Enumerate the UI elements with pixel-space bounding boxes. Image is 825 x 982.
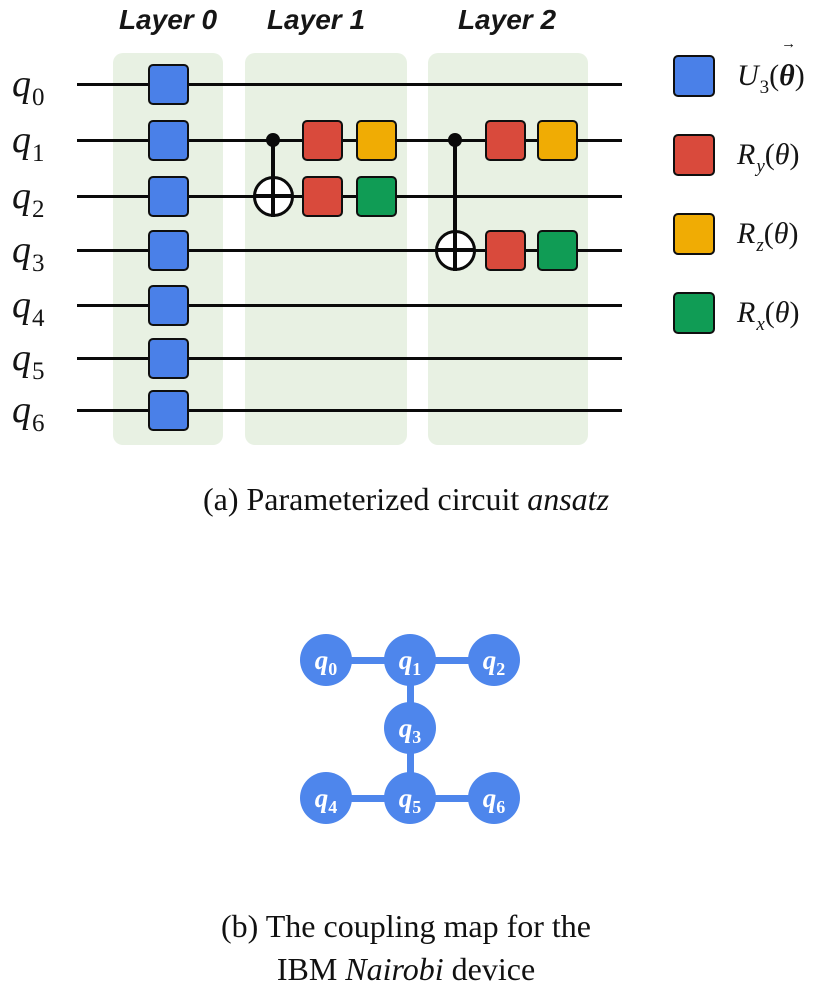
legend-label-u3: U3(→θ) [737,36,805,98]
caption-b-line2-italic: Nairobi [345,951,444,982]
gate-u3-q6-layer0 [147,389,189,431]
theta-vector: →θ [779,36,797,93]
caption-a-italic: ansatz [527,481,610,517]
caption-b-line1: (b) The coupling map for the [221,908,591,944]
legend-label-ry: Ry(θ) [737,138,800,177]
gate-ry-q3-layer2-slot0 [484,229,526,271]
gate-u3-q2-layer0 [147,175,189,217]
legend-swatch-rx [673,292,715,334]
gate-u3-q0-layer0 [147,63,189,105]
legend-label-rx: Rx(θ) [737,296,800,335]
legend-label-rz: Rz(θ) [737,217,799,256]
qubit-wire-q1 [77,138,622,142]
gate-ry-q1-layer1-slot0 [301,119,343,161]
gate-rx-q2-layer1-slot1 [355,175,397,217]
cnot-target-layer2 [434,229,476,271]
layer-header-2: Layer 2 [457,4,557,35]
gate-ry-q2-layer1-slot0 [301,175,343,217]
qubit-wire-q0 [77,82,622,86]
cnot-target-layer1 [252,175,294,217]
qubit-wire-q4 [77,303,622,307]
qubit-label-q0: q0 [12,63,45,111]
caption-a: (a) Parameterized circuit ansatz [0,478,812,521]
gate-u3-q3-layer0 [147,229,189,271]
gate-u3-q1-layer0 [147,119,189,161]
legend-swatch-ry [673,134,715,176]
coupling-node-q0: q0 [300,634,352,686]
cnot-control-layer2 [448,133,462,147]
qubit-wire-q3 [77,248,622,252]
qubit-wire-q2 [77,194,622,198]
coupling-node-q4: q4 [300,772,352,824]
coupling-edge-q1-q3 [406,660,414,728]
qubit-label-q1: q1 [12,119,45,167]
gate-ry-q1-layer2-slot0 [484,119,526,161]
layer-header-0: Layer 0 [118,4,218,35]
coupling-node-q2: q2 [468,634,520,686]
gate-rx-q3-layer2-slot1 [536,229,578,271]
qubit-label-q5: q5 [12,337,45,385]
qubit-wire-q6 [77,408,622,412]
caption-a-text: (a) Parameterized circuit [202,481,528,517]
coupling-node-q6: q6 [468,772,520,824]
gate-rz-q1-layer1-slot1 [355,119,397,161]
coupling-node-q1: q1 [384,634,436,686]
layer-header-1: Layer 1 [266,4,366,35]
coupling-edge-q3-q5 [406,728,414,798]
qubit-label-q4: q4 [12,284,45,332]
coupling-edge-q5-q6 [410,794,494,802]
coupling-node-q5: q5 [384,772,436,824]
cnot-connector-layer2 [453,140,457,271]
coupling-edge-q1-q2 [410,656,494,664]
coupling-node-q3: q3 [384,702,436,754]
qubit-label-q6: q6 [12,389,45,437]
gate-u3-q5-layer0 [147,337,189,379]
qubit-label-q3: q3 [12,229,45,277]
qubit-wire-q5 [77,356,622,360]
caption-b-line2-suffix: device [443,951,536,982]
caption-b: (b) The coupling map for the IBM Nairobi… [0,905,812,982]
gate-u3-q4-layer0 [147,284,189,326]
legend-swatch-u3 [673,55,715,97]
coupling-edge-q4-q5 [326,794,410,802]
legend-swatch-rz [673,213,715,255]
caption-b-line2-prefix: IBM [276,951,346,982]
qubit-label-q2: q2 [12,175,45,223]
caption-b-line2: IBM Nairobi device [0,948,812,982]
cnot-control-layer1 [266,133,280,147]
coupling-edge-q0-q1 [326,656,410,664]
gate-rz-q1-layer2-slot1 [536,119,578,161]
